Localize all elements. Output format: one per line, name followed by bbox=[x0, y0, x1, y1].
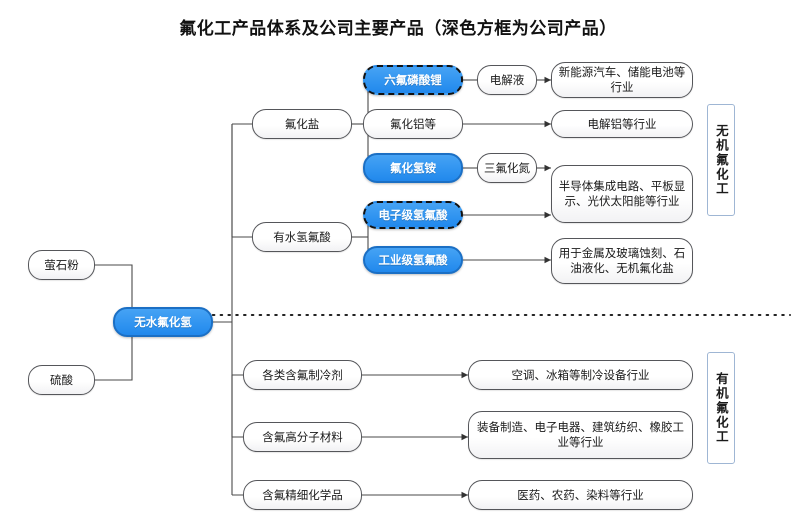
node-label: 氟化铝等 bbox=[390, 116, 436, 131]
node-label: 各类含氟制冷剂 bbox=[262, 367, 343, 382]
node-app-semiconductor[interactable]: 半导体集成电路、平板显示、光伏太阳能等行业 bbox=[551, 165, 693, 223]
node-label: 用于金属及玻璃蚀刻、石油液化、无机氟化盐 bbox=[558, 246, 686, 275]
node-label: 含氟精细化学品 bbox=[262, 487, 343, 502]
node-lithium-hexafluorophosphate[interactable]: 六氟磷酸锂 bbox=[363, 65, 463, 95]
node-nitrogen-trifluoride[interactable]: 三氟化氮 bbox=[477, 153, 537, 183]
node-app-pharma-pesticide-dye[interactable]: 医药、农药、染料等行业 bbox=[468, 480, 693, 510]
side-label-text: 有机氟化工 bbox=[713, 371, 729, 445]
node-root-anhydrous-hf[interactable]: 无水氟化氢 bbox=[113, 307, 213, 337]
node-app-new-energy-vehicles[interactable]: 新能源汽车、储能电池等行业 bbox=[551, 62, 693, 98]
node-label: 六氟磷酸锂 bbox=[384, 72, 442, 87]
node-label: 电解液 bbox=[489, 72, 525, 87]
node-aluminum-fluoride[interactable]: 氟化铝等 bbox=[363, 109, 463, 139]
node-label: 电子级氢氟酸 bbox=[378, 207, 448, 222]
node-electrolyte[interactable]: 电解液 bbox=[477, 65, 537, 95]
node-label: 空调、冰箱等制冷设备行业 bbox=[511, 367, 650, 382]
node-fluoropolymer-materials[interactable]: 含氟高分子材料 bbox=[243, 422, 362, 452]
node-label: 氟化氢铵 bbox=[390, 160, 436, 175]
node-label: 有水氢氟酸 bbox=[273, 229, 331, 244]
node-input-fluorite[interactable]: 萤石粉 bbox=[28, 250, 95, 280]
side-label-inorganic-fluorochemical: 无机氟化工 bbox=[707, 104, 735, 216]
node-label: 医药、农药、染料等行业 bbox=[517, 487, 644, 502]
node-label: 氟化盐 bbox=[284, 116, 320, 131]
node-label: 电解铝等行业 bbox=[587, 116, 657, 131]
node-label: 新能源汽车、储能电池等行业 bbox=[558, 65, 686, 94]
node-label: 半导体集成电路、平板显示、光伏太阳能等行业 bbox=[558, 179, 686, 208]
node-fluoride-salt[interactable]: 氟化盐 bbox=[252, 109, 352, 139]
node-ammonium-bifluoride[interactable]: 氟化氢铵 bbox=[363, 153, 463, 183]
node-label: 三氟化氮 bbox=[484, 160, 530, 175]
page-title: 氟化工产品体系及公司主要产品（深色方框为公司产品） bbox=[179, 19, 617, 39]
node-input-sulfuric-acid[interactable]: 硫酸 bbox=[28, 365, 95, 395]
node-industrial-grade-hf-acid[interactable]: 工业级氢氟酸 bbox=[363, 246, 463, 274]
node-app-metal-glass-etching[interactable]: 用于金属及玻璃蚀刻、石油液化、无机氟化盐 bbox=[551, 238, 693, 284]
node-fluorine-fine-chemicals[interactable]: 含氟精细化学品 bbox=[243, 480, 362, 510]
node-app-equipment-manufacturing[interactable]: 装备制造、电子电器、建筑纺织、橡胶工业等行业 bbox=[468, 411, 693, 459]
node-app-refrigeration-equipment[interactable]: 空调、冰箱等制冷设备行业 bbox=[468, 360, 693, 390]
side-label-text: 无机氟化工 bbox=[713, 123, 729, 197]
node-app-electrolytic-aluminum[interactable]: 电解铝等行业 bbox=[551, 110, 693, 138]
node-label: 装备制造、电子电器、建筑纺织、橡胶工业等行业 bbox=[477, 420, 684, 449]
node-aqueous-hf-acid[interactable]: 有水氢氟酸 bbox=[252, 222, 352, 252]
node-label: 工业级氢氟酸 bbox=[378, 252, 448, 267]
node-label: 硫酸 bbox=[50, 372, 73, 387]
node-fluorine-refrigerants[interactable]: 各类含氟制冷剂 bbox=[243, 360, 362, 390]
node-label: 萤石粉 bbox=[44, 257, 79, 272]
node-label: 无水氟化氢 bbox=[134, 314, 192, 329]
side-label-organic-fluorochemical: 有机氟化工 bbox=[707, 352, 735, 464]
node-electronic-grade-hf-acid[interactable]: 电子级氢氟酸 bbox=[363, 201, 463, 229]
node-label: 含氟高分子材料 bbox=[262, 429, 343, 444]
